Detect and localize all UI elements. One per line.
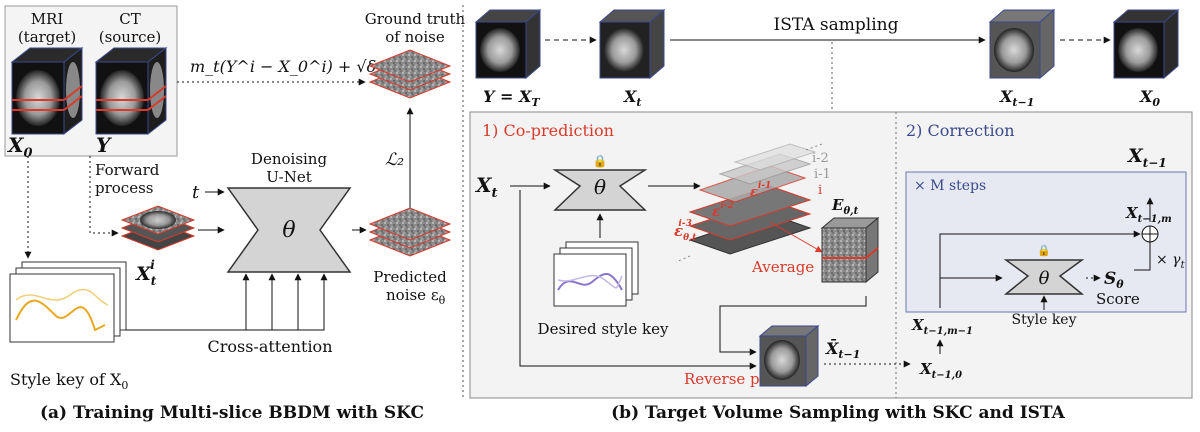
unet-correction-theta: θ	[1039, 268, 1050, 289]
style-key-label: Style key of X0	[10, 370, 128, 392]
cross-attn-line	[126, 273, 328, 331]
style-key-graph	[9, 261, 127, 343]
unet-block	[226, 187, 352, 273]
x-out-label: Xt−1	[1127, 145, 1167, 170]
cube-x0	[1112, 8, 1180, 80]
correction-title: 2) Correction	[906, 121, 1015, 140]
unet-label-2: U-Net	[266, 168, 311, 186]
ct-label: CT	[119, 10, 140, 28]
xtm1-top-label: Xt−1	[999, 87, 1034, 109]
xt-input-label: Xt	[474, 173, 498, 201]
y-label: Y	[96, 133, 112, 157]
cube-xbar	[758, 324, 820, 388]
ct-cube	[94, 46, 168, 136]
y-eq-label: Y = XT	[483, 87, 540, 109]
xbar-label: X̄t−1	[825, 338, 860, 361]
ista-label: ISTA sampling	[773, 15, 898, 35]
desired-style-graph	[553, 241, 639, 307]
unet-theta: θ	[282, 218, 295, 243]
i1-label: i-1	[814, 167, 831, 182]
s-theta-label: Sθ	[1104, 269, 1124, 291]
gt-label-2: of noise	[385, 28, 445, 46]
xti-label: Xti	[135, 258, 157, 288]
mri-sub: (target)	[18, 28, 76, 46]
x-tm1m-label: Xt−1,m	[1125, 204, 1172, 225]
mri-cube	[10, 46, 84, 136]
caption-b: (b) Target Volume Sampling with SKC and …	[611, 403, 1066, 423]
i2-label: i-2	[812, 151, 829, 166]
eps-stack-label-1: εi-1	[750, 181, 771, 200]
copred-title: 1) Co-prediction	[482, 121, 614, 140]
cross-attention-label: Cross-attention	[207, 337, 332, 356]
co-pred-stack	[688, 143, 817, 255]
mri-label: MRI	[31, 10, 64, 28]
x-tm10-label: Xt−1,0	[919, 360, 962, 381]
cube-xt	[598, 8, 666, 80]
e-label: Eθ,t	[831, 196, 859, 217]
forward-label-1: Forward	[95, 161, 160, 179]
unet-frozen-theta: θ	[594, 175, 606, 199]
forward-label-2: process	[95, 179, 153, 197]
x0-top-label: X0	[1139, 87, 1160, 109]
average-label: Average	[751, 258, 814, 276]
lock-icon: 🔒	[593, 154, 608, 168]
gt-label-1: Ground truth	[365, 10, 466, 28]
lock-icon-2: 🔒	[1037, 244, 1051, 257]
xti-stack	[120, 205, 196, 251]
eps-stack-label: εθ,ti-3	[674, 219, 697, 243]
gt-noise-stack	[368, 49, 452, 99]
cube-xtm1	[988, 8, 1056, 80]
score-label: Score	[1096, 290, 1140, 308]
style-key-correction: Style key	[1011, 312, 1076, 328]
cube-y	[474, 8, 542, 80]
gamma-label: × γt	[1156, 252, 1186, 271]
desired-style-label: Desired style key	[538, 320, 669, 338]
eps-stack-label-2: εi-2	[712, 201, 734, 220]
x-tm1mm1-label: Xt−1,m−1	[911, 316, 973, 337]
unet-correction	[1003, 259, 1085, 295]
x0-label: X0	[6, 133, 33, 161]
i-label: i	[818, 183, 822, 198]
panel-b: Y = XT Xt ISTA sampling Xt−1 X0	[469, 8, 1193, 423]
forward-arrow	[89, 156, 119, 237]
caption-a: (a) Training Multi-slice BBDM with SKC	[40, 403, 424, 423]
xt-top-label: Xt	[623, 87, 642, 109]
e-cube	[820, 216, 880, 284]
loss-label: ℒ₂	[385, 150, 404, 170]
unet-label-1: Denoising	[251, 150, 328, 168]
pred-label-2: noise εθ	[386, 286, 446, 307]
msteps-label: × M steps	[914, 178, 986, 194]
panel-a: MRI (target) CT (source) X0	[4, 5, 466, 423]
ct-sub: (source)	[99, 28, 162, 46]
pred-noise-stack	[368, 207, 452, 257]
noise-formula: m_t(Y^i − X_0^i) + √δ_t ε	[190, 57, 404, 76]
t-label: t	[192, 182, 200, 203]
pred-label-1: Predicted	[373, 268, 447, 286]
unet-frozen	[552, 169, 648, 211]
